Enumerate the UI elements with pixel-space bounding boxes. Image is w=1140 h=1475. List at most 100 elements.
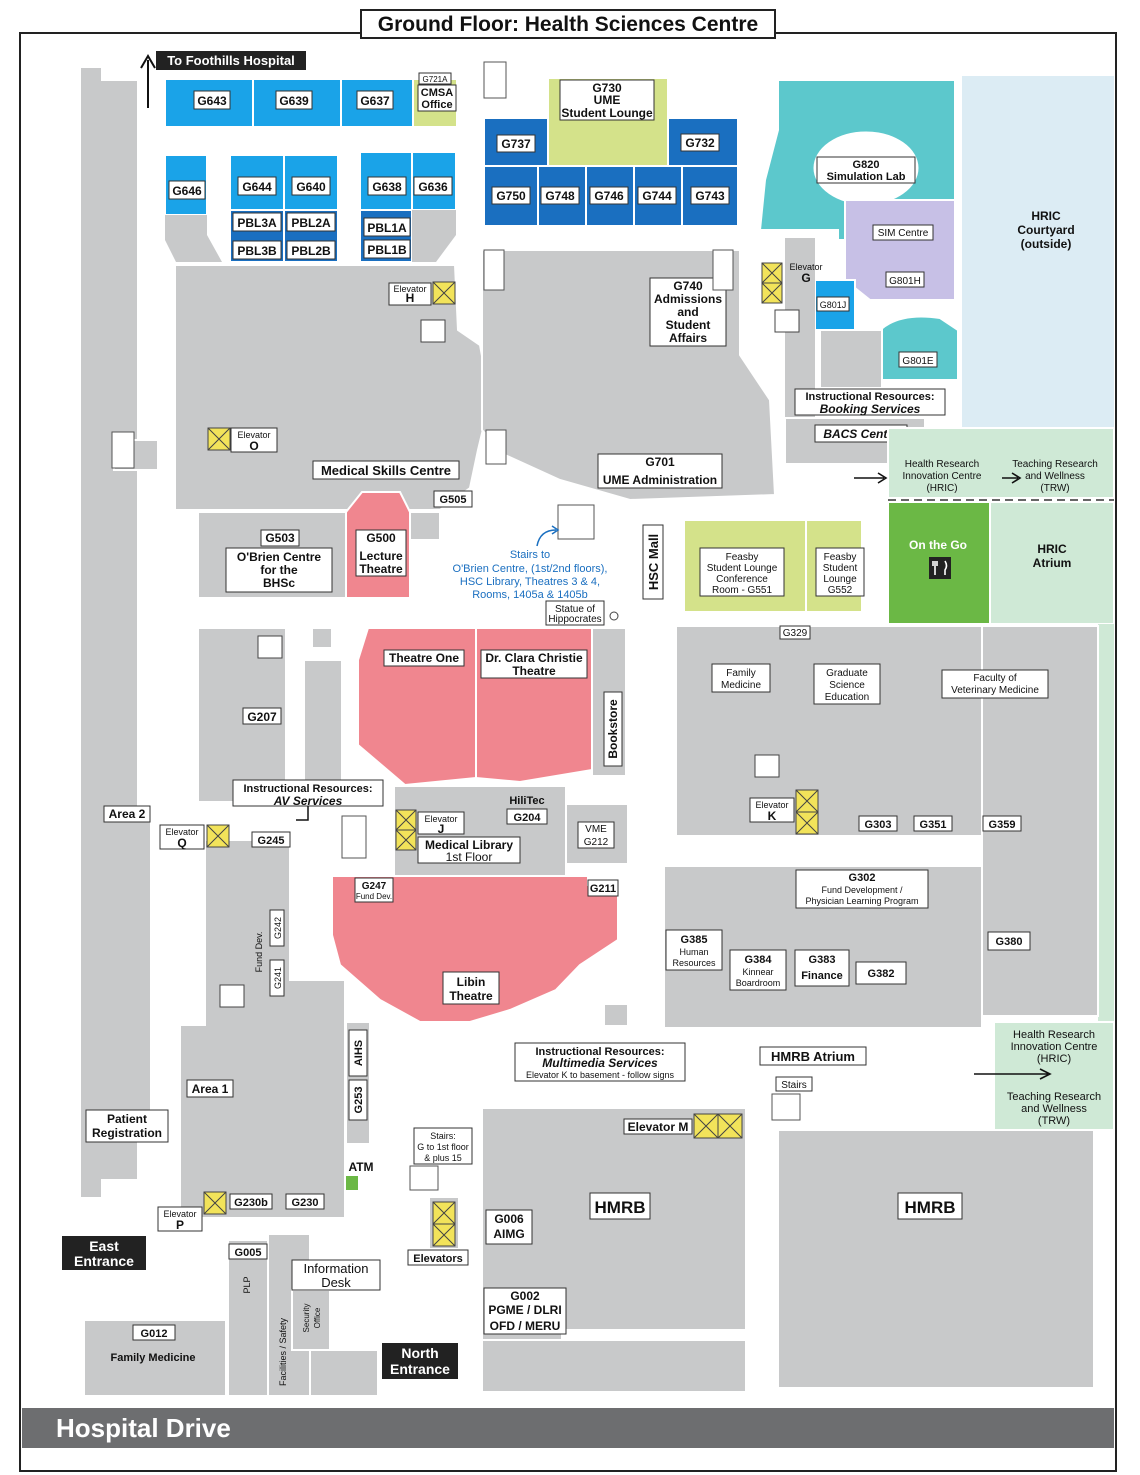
room-G253: G253 — [353, 1087, 365, 1114]
hric-bottom-line2: Innovation Centre — [1011, 1041, 1098, 1053]
feasby2-line2: Student — [823, 563, 858, 574]
g701-line1: G701 — [645, 455, 675, 469]
north-entrance-box[interactable] — [382, 1343, 458, 1379]
sw-labels: Elevator Q G245 G242 G241 Fund Dev. AIHS… — [85, 824, 374, 1232]
elevator-g-letter: G — [801, 271, 810, 285]
theatre-labels: Theatre One Dr. Clara Christie Theatre B… — [383, 600, 623, 767]
room-G303: G303 — [865, 819, 892, 831]
atrium-labels: Instructional Resources: Multimedia Serv… — [514, 1003, 867, 1121]
elevator-g[interactable]: Elevator G — [761, 262, 823, 304]
g740-line1: G740 — [673, 279, 703, 293]
stairs-note-line2: O'Brien Centre, (1st/2nd floors), — [453, 563, 608, 575]
room-G638: G638 — [372, 180, 402, 194]
hric-atrium — [989, 501, 1115, 625]
hilitec-label: HiliTec — [509, 795, 544, 807]
hric-bottom-line1: Health Research — [1013, 1029, 1095, 1041]
obrien-line1: O'Brien Centre — [237, 550, 322, 564]
hmrb-label-west: HMRB — [595, 1198, 646, 1217]
room-G637: G637 — [360, 94, 390, 108]
room-PBL3A: PBL3A — [237, 216, 277, 230]
feasby1-line2: Student Lounge — [707, 563, 778, 574]
stairs-note-line1: Stairs to — [510, 549, 550, 561]
christie-line1: Dr. Clara Christie — [485, 651, 583, 665]
fund-dev-label: Fund Dev. — [254, 932, 264, 973]
foothills-link-box[interactable] — [156, 51, 306, 70]
trw-top-line1: Teaching Research — [1012, 459, 1098, 470]
right-arrow-icon — [854, 472, 888, 484]
bacs-centre: BACS Centre — [823, 427, 899, 441]
elevator-o-letter: O — [249, 439, 258, 453]
g740-line2: Admissions — [654, 292, 722, 306]
feasby1-line4: Room - G551 — [712, 585, 772, 596]
g740-line4: Student — [666, 318, 711, 332]
patient-line2: Registration — [92, 1126, 162, 1140]
feasby1-line1: Feasby — [726, 552, 759, 563]
g701-line2: UME Administration — [603, 473, 717, 487]
g002-line2: PGME / DLRI — [488, 1303, 561, 1317]
elevator-h-letter: H — [406, 291, 415, 305]
feasby2-line3: Lounge — [823, 574, 857, 585]
g740-line5: Affairs — [669, 331, 707, 345]
g730-line1: G730 — [592, 81, 622, 95]
foothills-link[interactable]: To Foothills Hospital — [167, 53, 295, 68]
room-G242: G242 — [273, 917, 283, 939]
g247-line1: G247 — [362, 881, 387, 892]
hmrb-label-east: HMRB — [905, 1198, 956, 1217]
aihs-label: AIHS — [353, 1040, 365, 1066]
trw-bottom-line2: and Wellness — [1021, 1103, 1087, 1115]
trw-top-line3: (TRW) — [1040, 483, 1069, 494]
libin-line1: Libin — [457, 975, 486, 989]
east-entrance-box[interactable] — [62, 1236, 146, 1270]
bottom-left-labels: G012 Family Medicine G005 PLP Facilities… — [111, 1243, 381, 1386]
g730-line2: UME — [594, 93, 621, 107]
plp-label: PLP — [242, 1276, 252, 1293]
room-G329: G329 — [783, 628, 808, 639]
room-G801E: G801E — [902, 356, 933, 367]
east-entrance-line2: Entrance — [74, 1253, 134, 1269]
hric-top-line2: Innovation Centre — [903, 471, 982, 482]
right-arrow-icon-2 — [1002, 472, 1022, 484]
room-G744: G744 — [642, 189, 672, 203]
room-G737: G737 — [501, 137, 531, 151]
g302-line2: Fund Development / — [821, 885, 903, 895]
g247-line2: Fund Dev. — [356, 892, 392, 901]
room-G204: G204 — [514, 812, 542, 824]
courtyard-line2: Courtyard — [1017, 223, 1074, 237]
g740-line3: and — [677, 305, 698, 319]
theatre-one-label: Theatre One — [389, 651, 459, 665]
atm[interactable] — [346, 1176, 358, 1190]
plp-block — [227, 1239, 269, 1397]
fork-knife-icon — [932, 560, 948, 575]
multimedia-line3: Elevator K to basement - follow signs — [526, 1070, 675, 1080]
elevator-k-letter: K — [768, 809, 777, 823]
room-G743: G743 — [695, 189, 725, 203]
room-G750: G750 — [496, 189, 526, 203]
simulation-labels: G820 Simulation Lab SIM Centre G801H G80… — [794, 156, 946, 443]
obrien-line3: BHSc — [263, 576, 295, 590]
stairs-g-icon — [409, 1165, 439, 1191]
grad-line1: Graduate — [826, 668, 868, 679]
stairs-g-line3: & plus 15 — [424, 1153, 462, 1163]
g385-line3: Resources — [672, 958, 716, 968]
grad-line3: Education — [825, 692, 869, 703]
atrium-line2: Atrium — [1033, 556, 1072, 570]
elevator-j-label: Elevator — [424, 814, 457, 824]
room-G382: G382 — [868, 968, 895, 980]
room-PBL1B: PBL1B — [367, 243, 407, 257]
family-med-line2: Medicine — [721, 680, 761, 691]
atm-label: ATM — [348, 1160, 373, 1174]
g384-line2: Kinnear — [742, 967, 773, 977]
feasby1-line3: Conference — [716, 574, 768, 585]
room-PBL2B: PBL2B — [291, 244, 331, 258]
patient-line1: Patient — [107, 1112, 147, 1126]
room-G241: G241 — [273, 967, 283, 989]
g385-line1: G385 — [681, 934, 708, 946]
room-G748: G748 — [545, 189, 575, 203]
info-line1: Information — [303, 1261, 368, 1276]
g302-line1: G302 — [849, 872, 876, 884]
down-arrow-icon — [296, 806, 309, 821]
room-G005: G005 — [235, 1247, 262, 1259]
statue-line1: Statue of — [555, 604, 595, 615]
hsc-mall-label: HSC Mall — [646, 534, 661, 590]
